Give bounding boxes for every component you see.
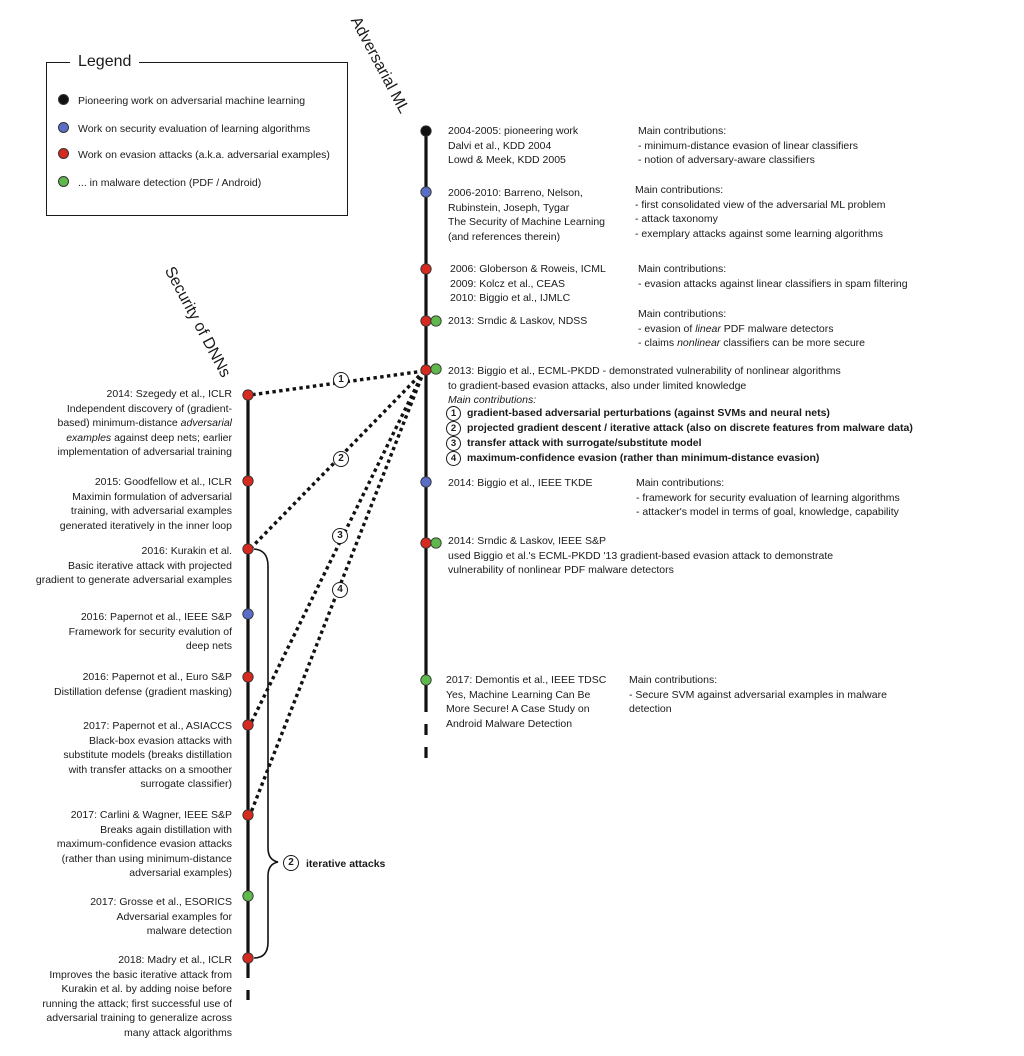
adv-entry-2013-biggio: 2013: Biggio et al., ECML-PKDD - demonst… — [448, 365, 841, 406]
dnn-entry-2015-goodfellow: 2015: Goodfellow et al., ICLR Maximin fo… — [59, 476, 232, 532]
dnn-entry-2018-madry: 2018: Madry et al., ICLR Improves the ba… — [42, 954, 232, 1039]
legend-box — [46, 62, 348, 216]
adv-entry-2006-barreno: 2006-2010: Barreno, Nelson, Rubinstein, … — [448, 187, 606, 243]
adv-contrib-2006-barreno: Main contributions: - first consolidated… — [635, 184, 886, 240]
dnn-dot-2016-papernot-eurosp — [242, 671, 254, 683]
legend-item-malware: ... in malware detection (PDF / Android) — [58, 176, 261, 190]
dnn-entry-2016-papernot-eurosp: 2016: Papernot et al., Euro S&P Distilla… — [53, 671, 232, 698]
dnn-entry-2017-carlini: 2017: Carlini & Wagner, IEEE S&P Breaks … — [56, 809, 232, 879]
blue-dot-icon — [58, 122, 69, 133]
legend-item-evasion-attacks: Work on evasion attacks (a.k.a. adversar… — [58, 148, 330, 162]
bracket-number-label: 2 — [283, 855, 299, 871]
legend-item-security-evaluation: Work on security evaluation of learning … — [58, 122, 310, 136]
number-4-badge: 4 — [446, 451, 461, 466]
adv-dot-2013-srndic-red — [420, 315, 432, 327]
legend-title: Legend — [70, 52, 140, 72]
dnn-entry-2014-szegedy: 2014: Szegedy et al., ICLR Independent d… — [57, 388, 232, 458]
adv-contrib-2014-tkde: Main contributions: - framework for secu… — [636, 477, 900, 518]
adv-dot-2013-biggio-red — [420, 364, 432, 376]
adv-entry-2004: 2004-2005: pioneering work Dalvi et al.,… — [448, 125, 579, 166]
link-2-label: 2 — [333, 451, 349, 467]
legend-item-pioneering: Pioneering work on adversarial machine l… — [58, 94, 305, 108]
adv-dot-2006-barreno — [420, 186, 432, 198]
red-dot-icon — [58, 148, 69, 159]
number-1-badge: 1 — [446, 406, 461, 421]
black-dot-icon — [58, 94, 69, 105]
dnn-dot-2017-grosse — [242, 890, 254, 902]
dnn-dot-2017-papernot-asiaccs — [242, 719, 254, 731]
dnn-dot-2014-szegedy — [242, 389, 254, 401]
adv-dot-2004 — [420, 125, 432, 137]
adv-contrib-2017-demontis: Main contributions: - Secure SVM against… — [629, 674, 887, 715]
dnn-entry-2017-grosse: 2017: Grosse et al., ESORICS Adversarial… — [90, 896, 232, 937]
dnn-dot-2016-kurakin — [242, 543, 254, 555]
number-3-badge: 3 — [446, 436, 461, 451]
iterative-attacks-label: iterative attacks — [306, 858, 386, 870]
adv-entry-2014-srndic: 2014: Srndic & Laskov, IEEE S&P used Big… — [448, 535, 834, 576]
adv-dot-2017-demontis — [420, 674, 432, 686]
adv-entry-2014-tkde: 2014: Biggio et al., IEEE TKDE — [448, 477, 593, 489]
adv-contrib-2013-srndic: Main contributions: - evasion of linear … — [638, 308, 866, 349]
adv-dot-2006-spam — [420, 263, 432, 275]
adv-dot-2014-srndic-green — [430, 537, 442, 549]
green-dot-icon — [58, 176, 69, 187]
adv-entry-2006-spam: 2006: Globerson & Roweis, ICML 2009: Kol… — [450, 263, 606, 304]
link-4-label: 4 — [332, 582, 348, 598]
dnn-dot-2017-carlini — [242, 809, 254, 821]
dnn-dot-2015-goodfellow — [242, 475, 254, 487]
link-1-connector — [249, 369, 425, 397]
adv-entry-2017-demontis: 2017: Demontis et al., IEEE TDSC Yes, Ma… — [446, 674, 607, 730]
dnn-dot-2016-papernot-sp — [242, 608, 254, 620]
adv-dot-2013-srndic-green — [430, 315, 442, 327]
adv-contrib-2004: Main contributions: - minimum-distance e… — [638, 125, 858, 166]
adv-dot-2013-biggio-green — [430, 363, 442, 375]
iterative-attacks-bracket — [253, 548, 279, 959]
adv-dot-2014-srndic-red — [420, 537, 432, 549]
link-3-label: 3 — [332, 528, 348, 544]
adv-contrib-spam: Main contributions: - evasion attacks ag… — [638, 263, 908, 290]
link-3-connector — [248, 370, 426, 726]
number-2-badge: 2 — [446, 421, 461, 436]
dnn-entry-2016-papernot-sp: 2016: Papernot et al., IEEE S&P Framewor… — [68, 611, 232, 652]
dnn-entry-2017-papernot-asiaccs: 2017: Papernot et al., ASIACCS Black-box… — [63, 720, 232, 790]
link-1-label: 1 — [333, 372, 349, 388]
dnn-entry-2016-kurakin: 2016: Kurakin et al. Basic iterative att… — [35, 545, 232, 586]
adv-dot-2014-tkde — [420, 476, 432, 488]
adv-entry-2013-srndic: 2013: Srndic & Laskov, NDSS — [448, 315, 588, 327]
dnn-dot-2018-madry — [242, 952, 254, 964]
